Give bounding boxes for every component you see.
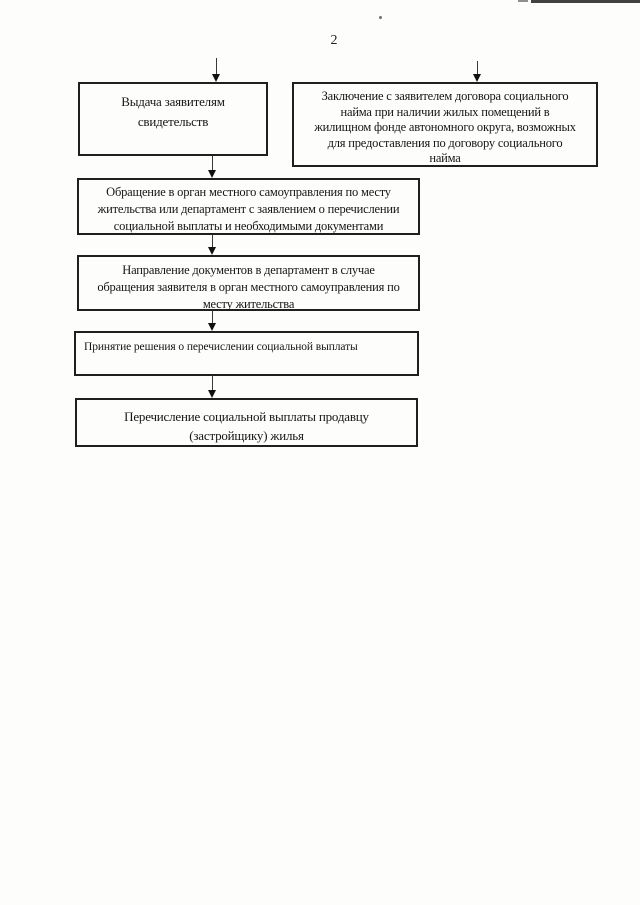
flow-box-forward-documents: Направление документов в департамент в с…: [77, 255, 420, 311]
flow-connector-into-issue-certificates: [212, 58, 221, 82]
arrow-down-icon: [473, 74, 481, 82]
connector-shaft: [212, 311, 213, 325]
scan-speck-dot: [379, 16, 382, 19]
arrow-down-icon: [208, 170, 216, 178]
arrow-down-icon: [208, 390, 216, 398]
scan-artifact-dash: [518, 0, 528, 2]
arrow-down-icon: [212, 74, 220, 82]
scan-artifact-top-edge: [531, 0, 640, 3]
flow-connector-to-decision-transfer: [208, 311, 217, 331]
flow-box-application-submission: Обращение в орган местного самоуправлени…: [77, 178, 420, 235]
connector-shaft: [212, 156, 213, 172]
connector-shaft: [212, 235, 213, 249]
arrow-down-icon: [208, 323, 216, 331]
flow-box-payment-to-seller: Перечисление социальной выплаты продавцу…: [75, 398, 418, 447]
connector-shaft: [212, 375, 213, 392]
flow-connector-to-forward-documents: [208, 235, 217, 255]
flow-box-decision-transfer: Принятие решения о перечислении социальн…: [74, 331, 419, 376]
flow-connector-into-tenancy-agreement: [473, 61, 482, 82]
flow-box-tenancy-agreement: Заключение с заявителем договора социаль…: [292, 82, 598, 167]
flow-connector-to-application-submission: [208, 156, 217, 178]
connector-shaft: [216, 58, 217, 76]
page-number: 2: [330, 33, 338, 48]
arrow-down-icon: [208, 247, 216, 255]
flow-connector-to-payment-to-seller: [208, 375, 217, 398]
flow-box-issue-certificates: Выдача заявителям свидетельств: [78, 82, 268, 156]
connector-shaft: [477, 61, 478, 76]
